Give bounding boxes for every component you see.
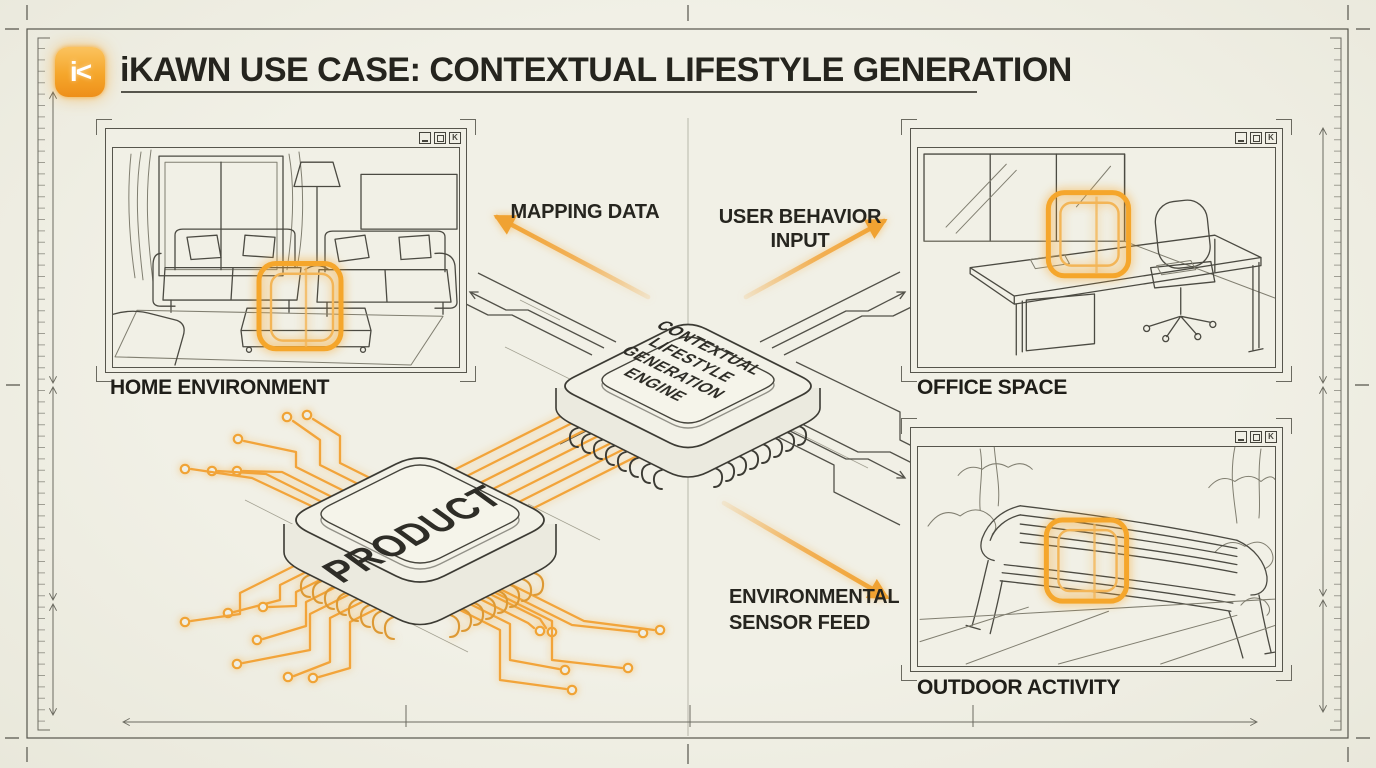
outdoor-glow-cube bbox=[1043, 517, 1130, 604]
close-icon: K bbox=[449, 132, 461, 144]
corner-bracket-icon bbox=[901, 418, 917, 434]
ikawn-logo-glyph: i< bbox=[69, 56, 92, 87]
environmental-arrow bbox=[721, 500, 890, 600]
maximize-icon bbox=[1250, 132, 1262, 144]
user-behavior-input-label: USER BEHAVIOR INPUT bbox=[710, 205, 890, 253]
home-environment-label: HOME ENVIRONMENT bbox=[110, 376, 330, 399]
right-ruler bbox=[1319, 37, 1342, 731]
engine-chip-plateau bbox=[601, 336, 775, 424]
flow-arrows bbox=[493, 214, 890, 600]
office-sketch bbox=[917, 147, 1276, 368]
window-titlebar: K bbox=[911, 129, 1282, 147]
home-sketch bbox=[112, 147, 460, 368]
mapping-data-arrow bbox=[493, 214, 651, 300]
home-glow-cube bbox=[256, 261, 344, 352]
outdoor-activity-label: OUTDOOR ACTIVITY bbox=[917, 676, 1121, 699]
bottom-ruler bbox=[122, 705, 1258, 727]
office-glow-cube bbox=[1045, 190, 1132, 279]
corner-bracket-icon bbox=[1276, 119, 1292, 135]
product-chip: PRODUCT bbox=[283, 457, 557, 641]
blueprint-frame bbox=[5, 5, 1370, 764]
user-behavior-line1: USER BEHAVIOR bbox=[718, 206, 882, 228]
corner-bracket-icon bbox=[96, 119, 112, 135]
office-space-label: OFFICE SPACE bbox=[917, 376, 1068, 399]
corner-bracket-icon bbox=[901, 665, 917, 681]
minimize-icon bbox=[1235, 132, 1247, 144]
user-behavior-line2: INPUT bbox=[770, 230, 830, 252]
product-chip-pins bbox=[299, 571, 545, 641]
engine-chip: CONTEXTUAL LIFESTYLE GENERATION ENGINE bbox=[555, 318, 821, 490]
product-chip-plateau bbox=[320, 464, 520, 564]
environmental-line2: SENSOR FEED bbox=[729, 612, 871, 634]
maximize-icon bbox=[434, 132, 446, 144]
close-icon: K bbox=[1265, 431, 1277, 443]
mapping-data-label: MAPPING DATA bbox=[510, 201, 660, 223]
corner-bracket-icon bbox=[1276, 418, 1292, 434]
left-ruler bbox=[37, 37, 57, 731]
window-titlebar: K bbox=[106, 129, 466, 147]
maximize-icon bbox=[1250, 431, 1262, 443]
minimize-icon bbox=[419, 132, 431, 144]
home-sketch-drawing bbox=[113, 149, 458, 366]
engine-chip-pins bbox=[568, 425, 808, 490]
corner-bracket-icon bbox=[901, 119, 917, 135]
corner-bracket-icon bbox=[1276, 366, 1292, 382]
outdoor-sketch-drawing bbox=[919, 447, 1275, 665]
office-space-window: K bbox=[901, 119, 1292, 382]
corner-bracket-icon bbox=[901, 366, 917, 382]
minimize-icon bbox=[1235, 431, 1247, 443]
title-underline bbox=[121, 91, 977, 93]
corner-bracket-icon bbox=[1276, 665, 1292, 681]
corner-bracket-icon bbox=[460, 366, 476, 382]
user-behavior-arrow bbox=[743, 218, 888, 300]
home-environment-window: K bbox=[96, 119, 476, 382]
window-titlebar: K bbox=[911, 428, 1282, 446]
ikawn-logo: i< bbox=[55, 47, 105, 97]
outdoor-activity-window: K bbox=[901, 418, 1292, 681]
close-icon: K bbox=[1265, 132, 1277, 144]
corner-bracket-icon bbox=[96, 366, 112, 382]
office-sketch-drawing bbox=[923, 153, 1275, 356]
environmental-line1: ENVIRONMENTAL bbox=[729, 586, 900, 608]
outdoor-sketch bbox=[917, 446, 1276, 667]
environmental-sensor-feed-label: ENVIRONMENTAL SENSOR FEED bbox=[729, 584, 929, 636]
page-title: iKAWN USE CASE: CONTEXTUAL LIFESTYLE GEN… bbox=[120, 51, 1072, 89]
corner-bracket-icon bbox=[460, 119, 476, 135]
product-circuit-traces bbox=[179, 402, 666, 696]
